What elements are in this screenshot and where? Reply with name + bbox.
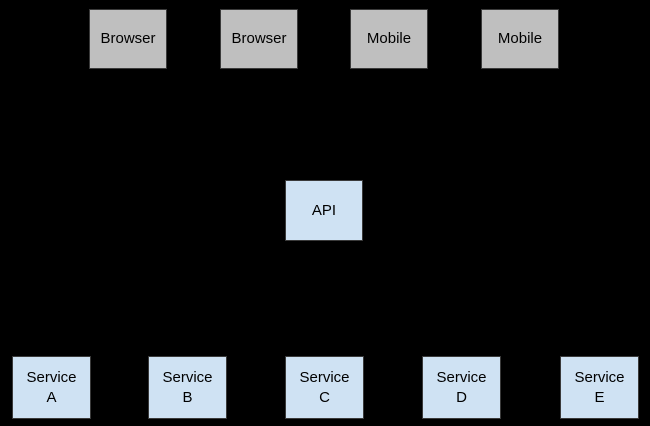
client-node-browser-2: Browser: [220, 9, 298, 69]
service-label-line1: Service: [436, 368, 487, 386]
edge-api-to-service-b: [187, 244, 319, 357]
client-node-browser-1: Browser: [89, 9, 167, 69]
service-node-a: Service A: [12, 356, 91, 419]
edge-api-to-service-a: [51, 243, 313, 358]
service-label-line1: Service: [162, 368, 213, 386]
service-node-d: Service D: [422, 356, 501, 419]
service-node-c: Service C: [285, 356, 364, 419]
service-label-line2: D: [456, 388, 467, 406]
service-label-line2: A: [46, 388, 57, 406]
service-label-line1: Service: [26, 368, 77, 386]
client-label: Mobile: [497, 30, 543, 47]
service-label-line1: Service: [574, 368, 625, 386]
edge-api-to-service-e: [335, 243, 599, 358]
client-label: Browser: [231, 30, 287, 47]
client-label: Mobile: [366, 30, 412, 47]
client-node-mobile-2: Mobile: [481, 9, 559, 69]
service-label-line2: B: [182, 388, 193, 406]
client-label: Browser: [100, 30, 156, 47]
api-label: API: [311, 201, 337, 219]
edge-mobile-1-to-api: [324, 75, 394, 179]
edge-mobile-2-to-api: [331, 74, 517, 180]
edge-browser-2-to-api: [264, 75, 324, 179]
edge-api-to-service-d: [329, 244, 461, 357]
service-node-b: Service B: [148, 356, 227, 419]
service-label-line1: Service: [299, 368, 350, 386]
api-node: API: [285, 180, 363, 241]
service-label-line2: C: [319, 388, 330, 406]
edge-browser-1-to-api: [139, 74, 319, 180]
client-node-mobile-1: Mobile: [350, 9, 428, 69]
service-node-e: Service E: [560, 356, 639, 419]
service-label-line2: E: [594, 388, 605, 406]
